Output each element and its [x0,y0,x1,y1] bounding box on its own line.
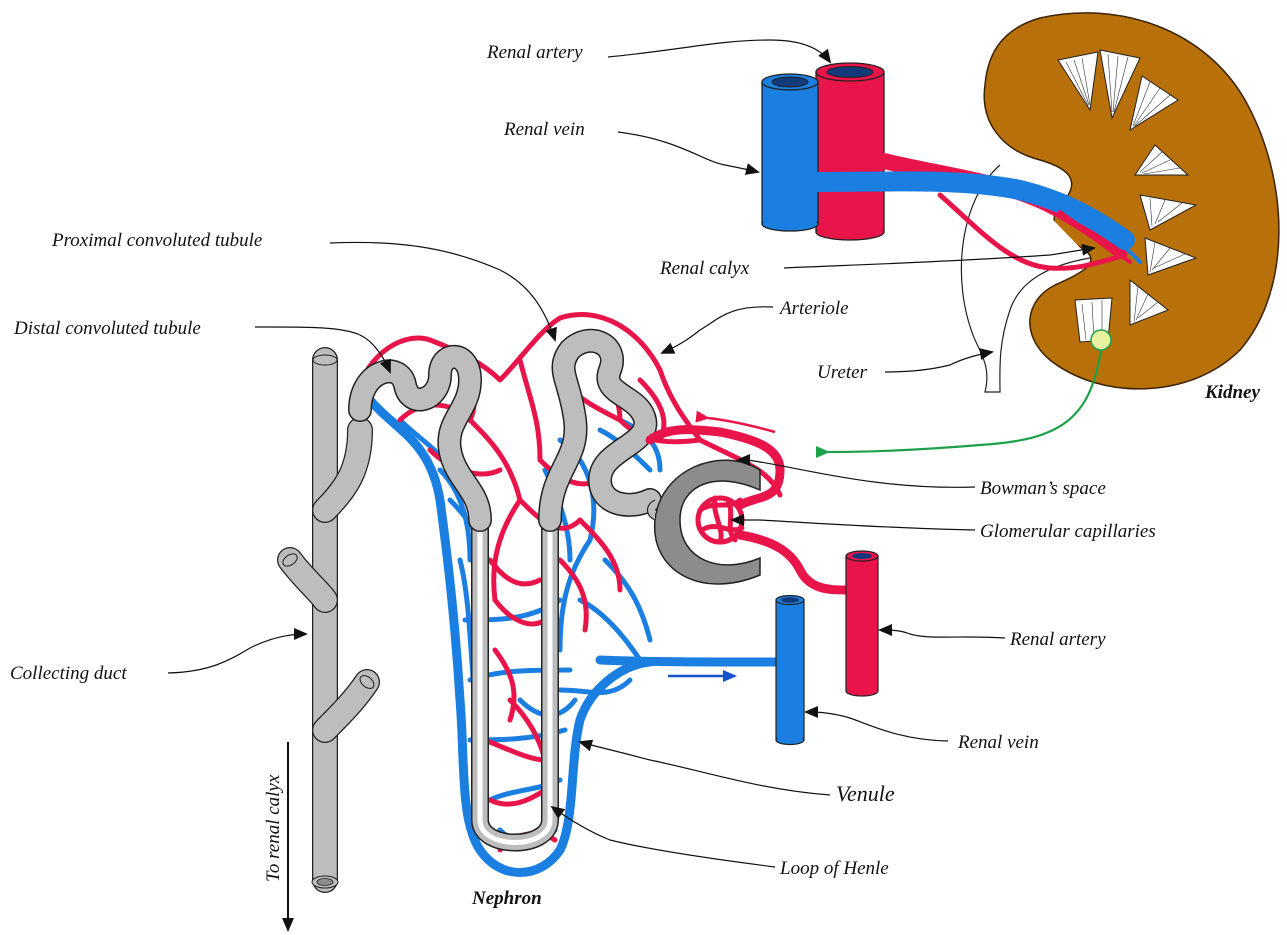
collecting-duct [281,355,377,888]
nephron [355,315,848,873]
label-arteriole: Arteriole [778,298,849,319]
label-renal-vein-top: Renal vein [503,119,585,140]
label-renal-calyx: Renal calyx [659,258,750,279]
label-glomerular-capillaries: Glomerular capillaries [980,521,1156,542]
label-kidney: Kidney [1204,382,1260,403]
renal-vessels-bottom [776,551,878,745]
label-to-renal-calyx: To renal calyx [263,774,284,882]
label-loop-of-henle: Loop of Henle [779,858,889,879]
label-venule: Venule [836,781,895,806]
label-proximal-tubule: Proximal convoluted tubule [51,230,262,251]
label-collecting-duct: Collecting duct [10,663,127,684]
label-ureter: Ureter [817,362,868,383]
label-renal-artery-top: Renal artery [486,42,583,63]
label-nephron: Nephron [471,888,542,909]
label-renal-artery-bottom: Renal artery [1009,629,1106,650]
label-renal-vein-bottom: Renal vein [957,732,1039,753]
label-distal-tubule: Distal convoluted tubule [13,318,201,339]
label-bowmans-space: Bowman’s space [980,478,1106,499]
kidney-illustration [961,13,1279,392]
zoom-region-marker [1091,330,1111,350]
